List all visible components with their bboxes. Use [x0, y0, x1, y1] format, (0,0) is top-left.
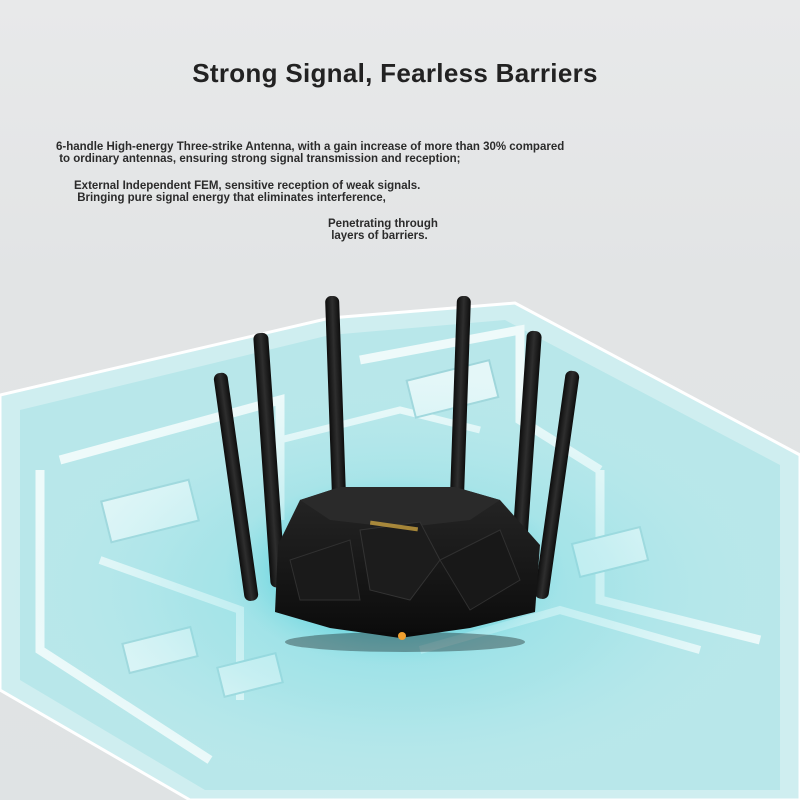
- antenna: [253, 332, 286, 588]
- headline: Strong Signal, Fearless Barriers: [192, 58, 598, 88]
- status-led: [398, 632, 406, 640]
- antenna: [449, 295, 471, 506]
- antenna-description: 6-handle High-energy Three-strike Antenn…: [56, 141, 565, 165]
- router-top-panel: [300, 487, 500, 528]
- router-facet: [359, 521, 441, 601]
- antenna: [325, 295, 347, 506]
- router: [213, 295, 580, 652]
- router-base-shadow: [285, 632, 525, 652]
- fem-description: External Independent FEM, sensitive rece…: [74, 180, 421, 204]
- penetration-tagline: Penetrating through layers of barriers.: [328, 218, 438, 242]
- router-facet: [289, 539, 361, 601]
- router-facet: [439, 529, 521, 611]
- antenna: [213, 372, 259, 601]
- brand-logo: [369, 520, 419, 532]
- antenna: [534, 370, 580, 599]
